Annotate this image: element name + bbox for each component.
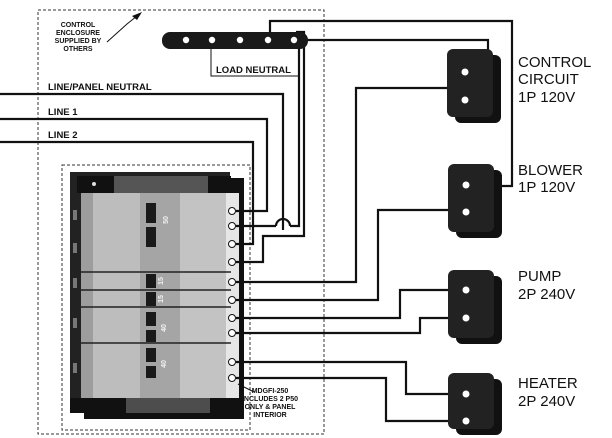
line-2-label: LINE 2	[48, 130, 78, 141]
pump-l1-wire	[236, 288, 458, 320]
breaker-panel	[70, 172, 244, 419]
breaker-rating-4: 40	[161, 324, 168, 332]
panel-note: MDGFI-250 INCLUDES 2 P50 ONLY & PANEL IN…	[242, 388, 298, 419]
load-label-blower: BLOWER	[518, 162, 583, 179]
line-1-label: LINE 1	[48, 107, 78, 118]
enclosure-leader-arrow	[106, 15, 138, 43]
enclosure-note-line-1: CONTROL	[61, 22, 96, 29]
control-circuit-hot-wire	[236, 86, 458, 284]
panel-note-line-1: MDGFI-250	[252, 388, 289, 395]
load-block-heater	[448, 373, 502, 435]
load-block-blower	[448, 164, 502, 238]
heater-l2-wire	[236, 376, 458, 423]
heater-l1-wire	[236, 360, 458, 396]
wiring	[0, 19, 514, 423]
enclosure-leader-arrowhead	[132, 12, 142, 20]
pump-l2-wire	[236, 316, 458, 335]
enclosure-note-line-3: SUPPLIED BY	[55, 38, 102, 45]
enclosure-note: CONTROL ENCLOSURE SUPPLIED BY OTHERS	[55, 22, 102, 53]
panel-note-line-4: INTERIOR	[253, 412, 286, 419]
panel-note-line-3: ONLY & PANEL	[245, 404, 297, 411]
load-label-control-circuit: CONTROL	[518, 54, 591, 71]
load-block-control-circuit	[447, 49, 501, 123]
breaker-dividers	[81, 271, 231, 344]
breaker-rating-3: 15	[158, 295, 165, 303]
load-neutral-label: LOAD NEUTRAL	[216, 65, 291, 76]
panel-note-leader	[237, 383, 255, 393]
load-spec-blower: 1P 120V	[518, 179, 575, 196]
panel-terminals	[228, 207, 236, 382]
load-label-pump: PUMP	[518, 268, 561, 285]
load-block-pump	[448, 270, 502, 344]
load-spec-pump: 2P 240V	[518, 286, 575, 303]
panel-note-line-2: INCLUDES 2 P50	[242, 396, 298, 403]
breaker-rating-5: 40	[161, 360, 168, 368]
line-panel-neutral-label: LINE/PANEL NEUTRAL	[48, 82, 152, 93]
load-spec-heater: 2P 240V	[518, 393, 575, 410]
breaker-handles	[146, 203, 156, 378]
blower-hot-wire	[236, 208, 458, 302]
load-label-control-circuit-line-2: CIRCUIT	[518, 71, 579, 88]
enclosure-note-line-2: ENCLOSURE	[56, 30, 100, 37]
breaker-rating-1: 50	[163, 216, 170, 224]
line-1-wire	[0, 117, 269, 213]
control-enclosure-outline	[37, 9, 325, 435]
line-2-wire	[0, 140, 255, 246]
panel-interior-outline	[61, 164, 251, 431]
breaker-rating-2: 15	[158, 277, 165, 285]
enclosure-note-line-4: OTHERS	[63, 46, 93, 53]
load-label-heater: HEATER	[518, 375, 578, 392]
load-spec-control-circuit: 1P 120V	[518, 89, 575, 106]
load-neutral-bar	[162, 32, 308, 49]
line-panel-neutral-wire	[0, 92, 285, 230]
load-neutral-bracket	[210, 49, 300, 77]
